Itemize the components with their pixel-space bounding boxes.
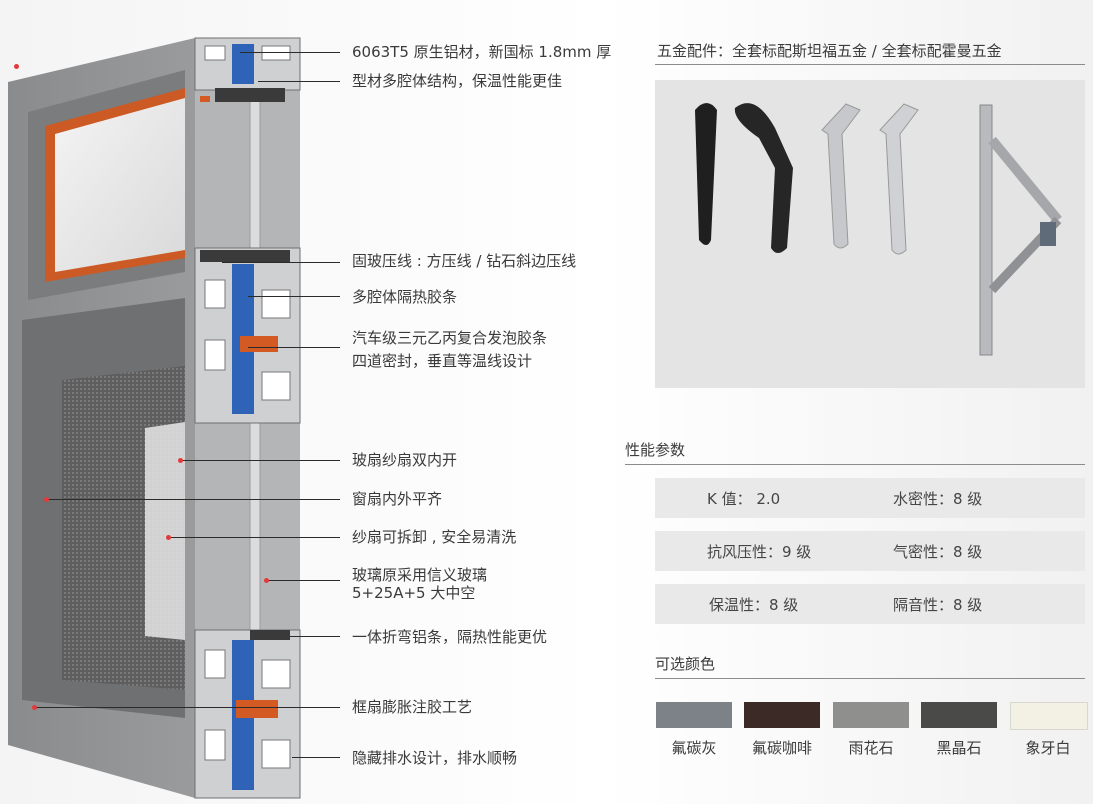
leader-line bbox=[258, 81, 340, 82]
param-thermal-insulation: 保温性：8 级 bbox=[709, 596, 799, 614]
friction-stay bbox=[979, 104, 1062, 356]
color-swatch-fluorocarbon-gray bbox=[656, 702, 732, 728]
hardware-photo-panel bbox=[655, 80, 1085, 388]
black-handle-2 bbox=[734, 103, 793, 253]
performance-divider bbox=[625, 464, 1085, 465]
leader-line bbox=[222, 262, 340, 263]
color-label: 雨花石 bbox=[848, 739, 894, 757]
colors-title: 可选颜色 bbox=[655, 655, 716, 673]
performance-row: 保温性：8 级 隔音性：8 级 bbox=[655, 584, 1085, 624]
callout-dot bbox=[178, 458, 183, 463]
performance-row: 抗风压性：9 级 气密性：8 级 bbox=[655, 531, 1085, 571]
color-swatch-rain-flower-stone bbox=[833, 702, 909, 728]
color-label: 氟碳灰 bbox=[671, 739, 717, 757]
leader-line bbox=[290, 636, 340, 637]
param-k-value: K 值： 2.0 bbox=[707, 490, 781, 508]
leader-line bbox=[46, 499, 340, 500]
callout-bent-spacer: 一体折弯铝条，隔热性能更优 bbox=[352, 628, 548, 646]
callout-inward-opening: 玻扇纱扇双内开 bbox=[352, 451, 458, 469]
leader-line bbox=[248, 296, 340, 297]
lower-glass bbox=[145, 422, 185, 640]
color-label: 黑晶石 bbox=[936, 739, 982, 757]
black-handle-1 bbox=[695, 103, 717, 245]
performance-row: K 值： 2.0 水密性：8 级 bbox=[655, 478, 1085, 518]
color-label: 象牙白 bbox=[1025, 739, 1071, 757]
param-water-tightness: 水密性：8 级 bbox=[893, 490, 983, 508]
color-swatch-fluorocarbon-coffee bbox=[744, 702, 820, 728]
callout-dot bbox=[166, 535, 171, 540]
color-label: 氟碳咖啡 bbox=[751, 739, 812, 757]
color-swatch-ivory-white bbox=[1010, 702, 1088, 730]
callout-expansion-glue: 框扇膨胀注胶工艺 bbox=[352, 698, 473, 716]
param-wind-pressure: 抗风压性：9 级 bbox=[707, 543, 812, 561]
leader-line bbox=[292, 757, 340, 758]
leader-line bbox=[34, 707, 340, 708]
param-sound-insulation: 隔音性：8 级 bbox=[893, 596, 983, 614]
callout-glass-spec: 5+25A+5 大中空 bbox=[352, 584, 476, 602]
hardware-divider bbox=[655, 64, 1085, 65]
colors-divider bbox=[655, 678, 1085, 679]
profile-section-middle bbox=[194, 247, 301, 424]
callout-multi-cavity: 型材多腔体结构，保温性能更佳 bbox=[352, 72, 563, 90]
callout-aluminum: 6063T5 原生铝材，新国标 1.8mm 厚 bbox=[352, 43, 612, 61]
leader-line bbox=[240, 52, 340, 53]
callout-removable-screen: 纱扇可拆卸 , 安全易清洗 bbox=[352, 528, 517, 546]
callout-four-seals: 四道密封，垂直等温线设计 bbox=[352, 352, 533, 370]
leader-line bbox=[248, 347, 340, 348]
hardware-title: 五金配件：全套标配斯坦福五金 / 全套标配霍曼五金 bbox=[657, 42, 1002, 60]
callout-epdm-seal: 汽车级三元乙丙复合发泡胶条 bbox=[352, 329, 548, 347]
performance-title: 性能参数 bbox=[625, 441, 686, 459]
callout-flush-sash: 窗扇内外平齐 bbox=[352, 490, 443, 508]
callout-glass-brand: 玻璃原采用信义玻璃 bbox=[352, 566, 488, 584]
leader-line bbox=[180, 460, 340, 461]
param-air-tightness: 气密性：8 级 bbox=[893, 543, 983, 561]
callout-glass-bead: 固玻压线 : 方压线 / 钻石斜边压线 bbox=[352, 252, 577, 270]
upper-glass bbox=[55, 98, 185, 272]
callout-dot bbox=[44, 497, 49, 502]
callout-hidden-drainage: 隐藏排水设计，排水顺畅 bbox=[352, 749, 518, 767]
callout-dot bbox=[14, 64, 19, 69]
leader-line bbox=[266, 580, 340, 581]
callout-dot bbox=[32, 705, 37, 710]
silver-handle-2 bbox=[879, 103, 919, 255]
callout-dot bbox=[264, 578, 269, 583]
leader-line bbox=[168, 537, 340, 538]
silver-handle-1 bbox=[821, 103, 861, 249]
callout-insulation-strip: 多腔体隔热胶条 bbox=[352, 288, 458, 306]
color-swatch-black-crystal bbox=[921, 702, 997, 728]
profile-section-bottom bbox=[194, 629, 301, 799]
